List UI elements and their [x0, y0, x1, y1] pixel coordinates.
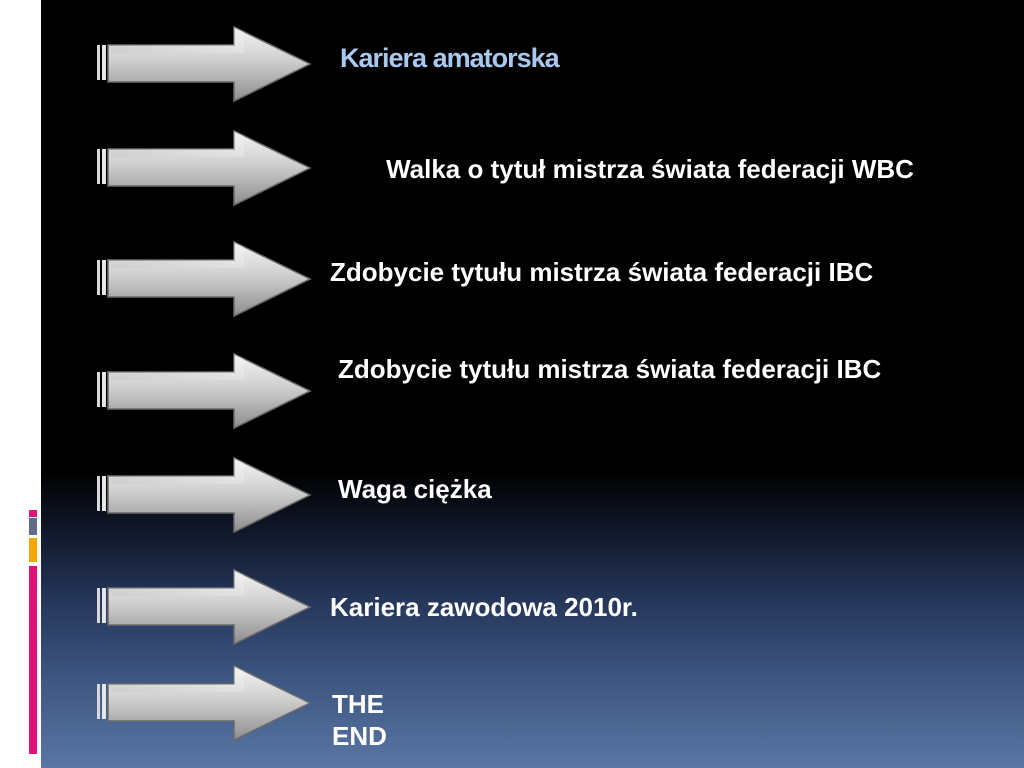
arrow-right-icon: [94, 664, 312, 744]
list-item: Waga ciężka: [338, 474, 492, 504]
the-end-line-2: END: [332, 721, 387, 751]
list-item: Zdobycie tytułu mistrza świata federacji…: [338, 354, 882, 384]
deco-bar-magenta-long: [29, 566, 37, 754]
list-item: Kariera zawodowa 2010r.: [330, 592, 638, 622]
deco-bar-orange: [29, 538, 37, 562]
list-item: Zdobycie tytułu mistrza świata federacji…: [330, 257, 874, 287]
list-item: Walka o tytuł mistrza świata federacji W…: [386, 154, 914, 184]
slide-title: Kariera amatorska: [340, 43, 560, 73]
the-end-line-1: THE: [332, 689, 384, 719]
arrow-right-icon: [94, 25, 312, 105]
arrow-right-icon: [94, 129, 312, 209]
the-end-text: THE END: [332, 688, 387, 752]
deco-bar-gray: [29, 518, 37, 535]
arrow-right-icon: [94, 568, 312, 648]
deco-bar-magenta-small: [29, 510, 37, 517]
arrow-right-icon: [94, 240, 312, 320]
arrow-right-icon: [94, 456, 312, 536]
arrow-right-icon: [94, 352, 312, 432]
